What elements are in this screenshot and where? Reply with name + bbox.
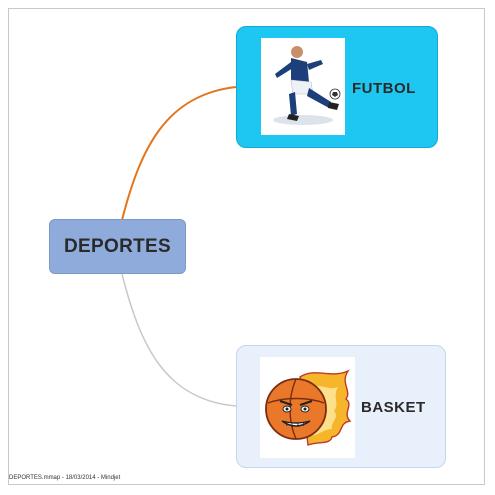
topic-futbol[interactable]: FUTBOL [236, 26, 438, 148]
file-footer: DEPORTES.mmap - 18/03/2014 - Mindjet [9, 475, 121, 481]
connector-futbol [121, 86, 237, 221]
flaming-basketball-icon [260, 357, 355, 458]
connector-basket [121, 273, 237, 407]
topic-basket-label: BASKET [361, 399, 426, 416]
soccer-player-icon [261, 38, 345, 135]
central-topic[interactable]: DEPORTES [49, 219, 186, 274]
topic-futbol-label: FUTBOL [352, 80, 416, 97]
central-topic-label: DEPORTES [64, 235, 171, 257]
topic-basket[interactable]: BASKET [236, 345, 446, 468]
